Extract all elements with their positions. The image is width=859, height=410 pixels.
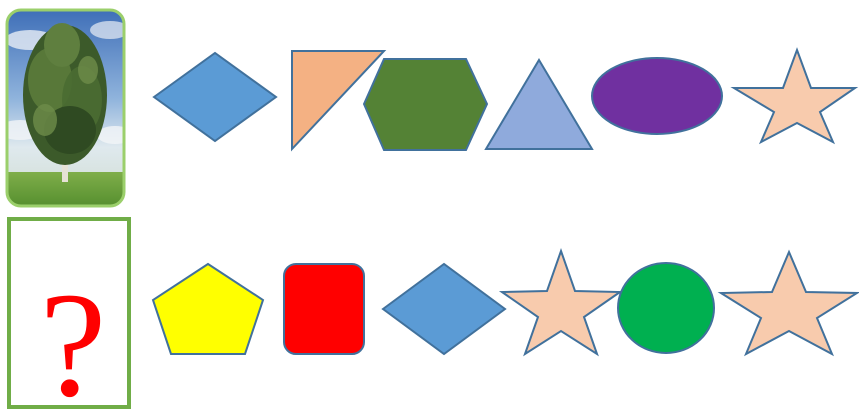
shape-star [721, 252, 857, 354]
shape-rhombus [383, 264, 505, 354]
shape-hexagon [364, 59, 487, 150]
shape-pentagon [153, 264, 263, 354]
top-shape-row [154, 50, 855, 150]
tree-image-card [0, 10, 133, 212]
shape-star [502, 251, 620, 354]
shape-triangle [486, 60, 592, 149]
shape-circle [618, 263, 714, 353]
bottom-shape-row [153, 251, 857, 354]
shape-ellipse [592, 58, 722, 134]
birch-tree-photo [0, 10, 133, 212]
shape-star [734, 50, 855, 142]
shape-rounded-square [284, 264, 364, 354]
question-card[interactable]: ? [9, 219, 129, 410]
shape-rhombus [154, 53, 276, 141]
question-mark: ? [40, 262, 107, 410]
